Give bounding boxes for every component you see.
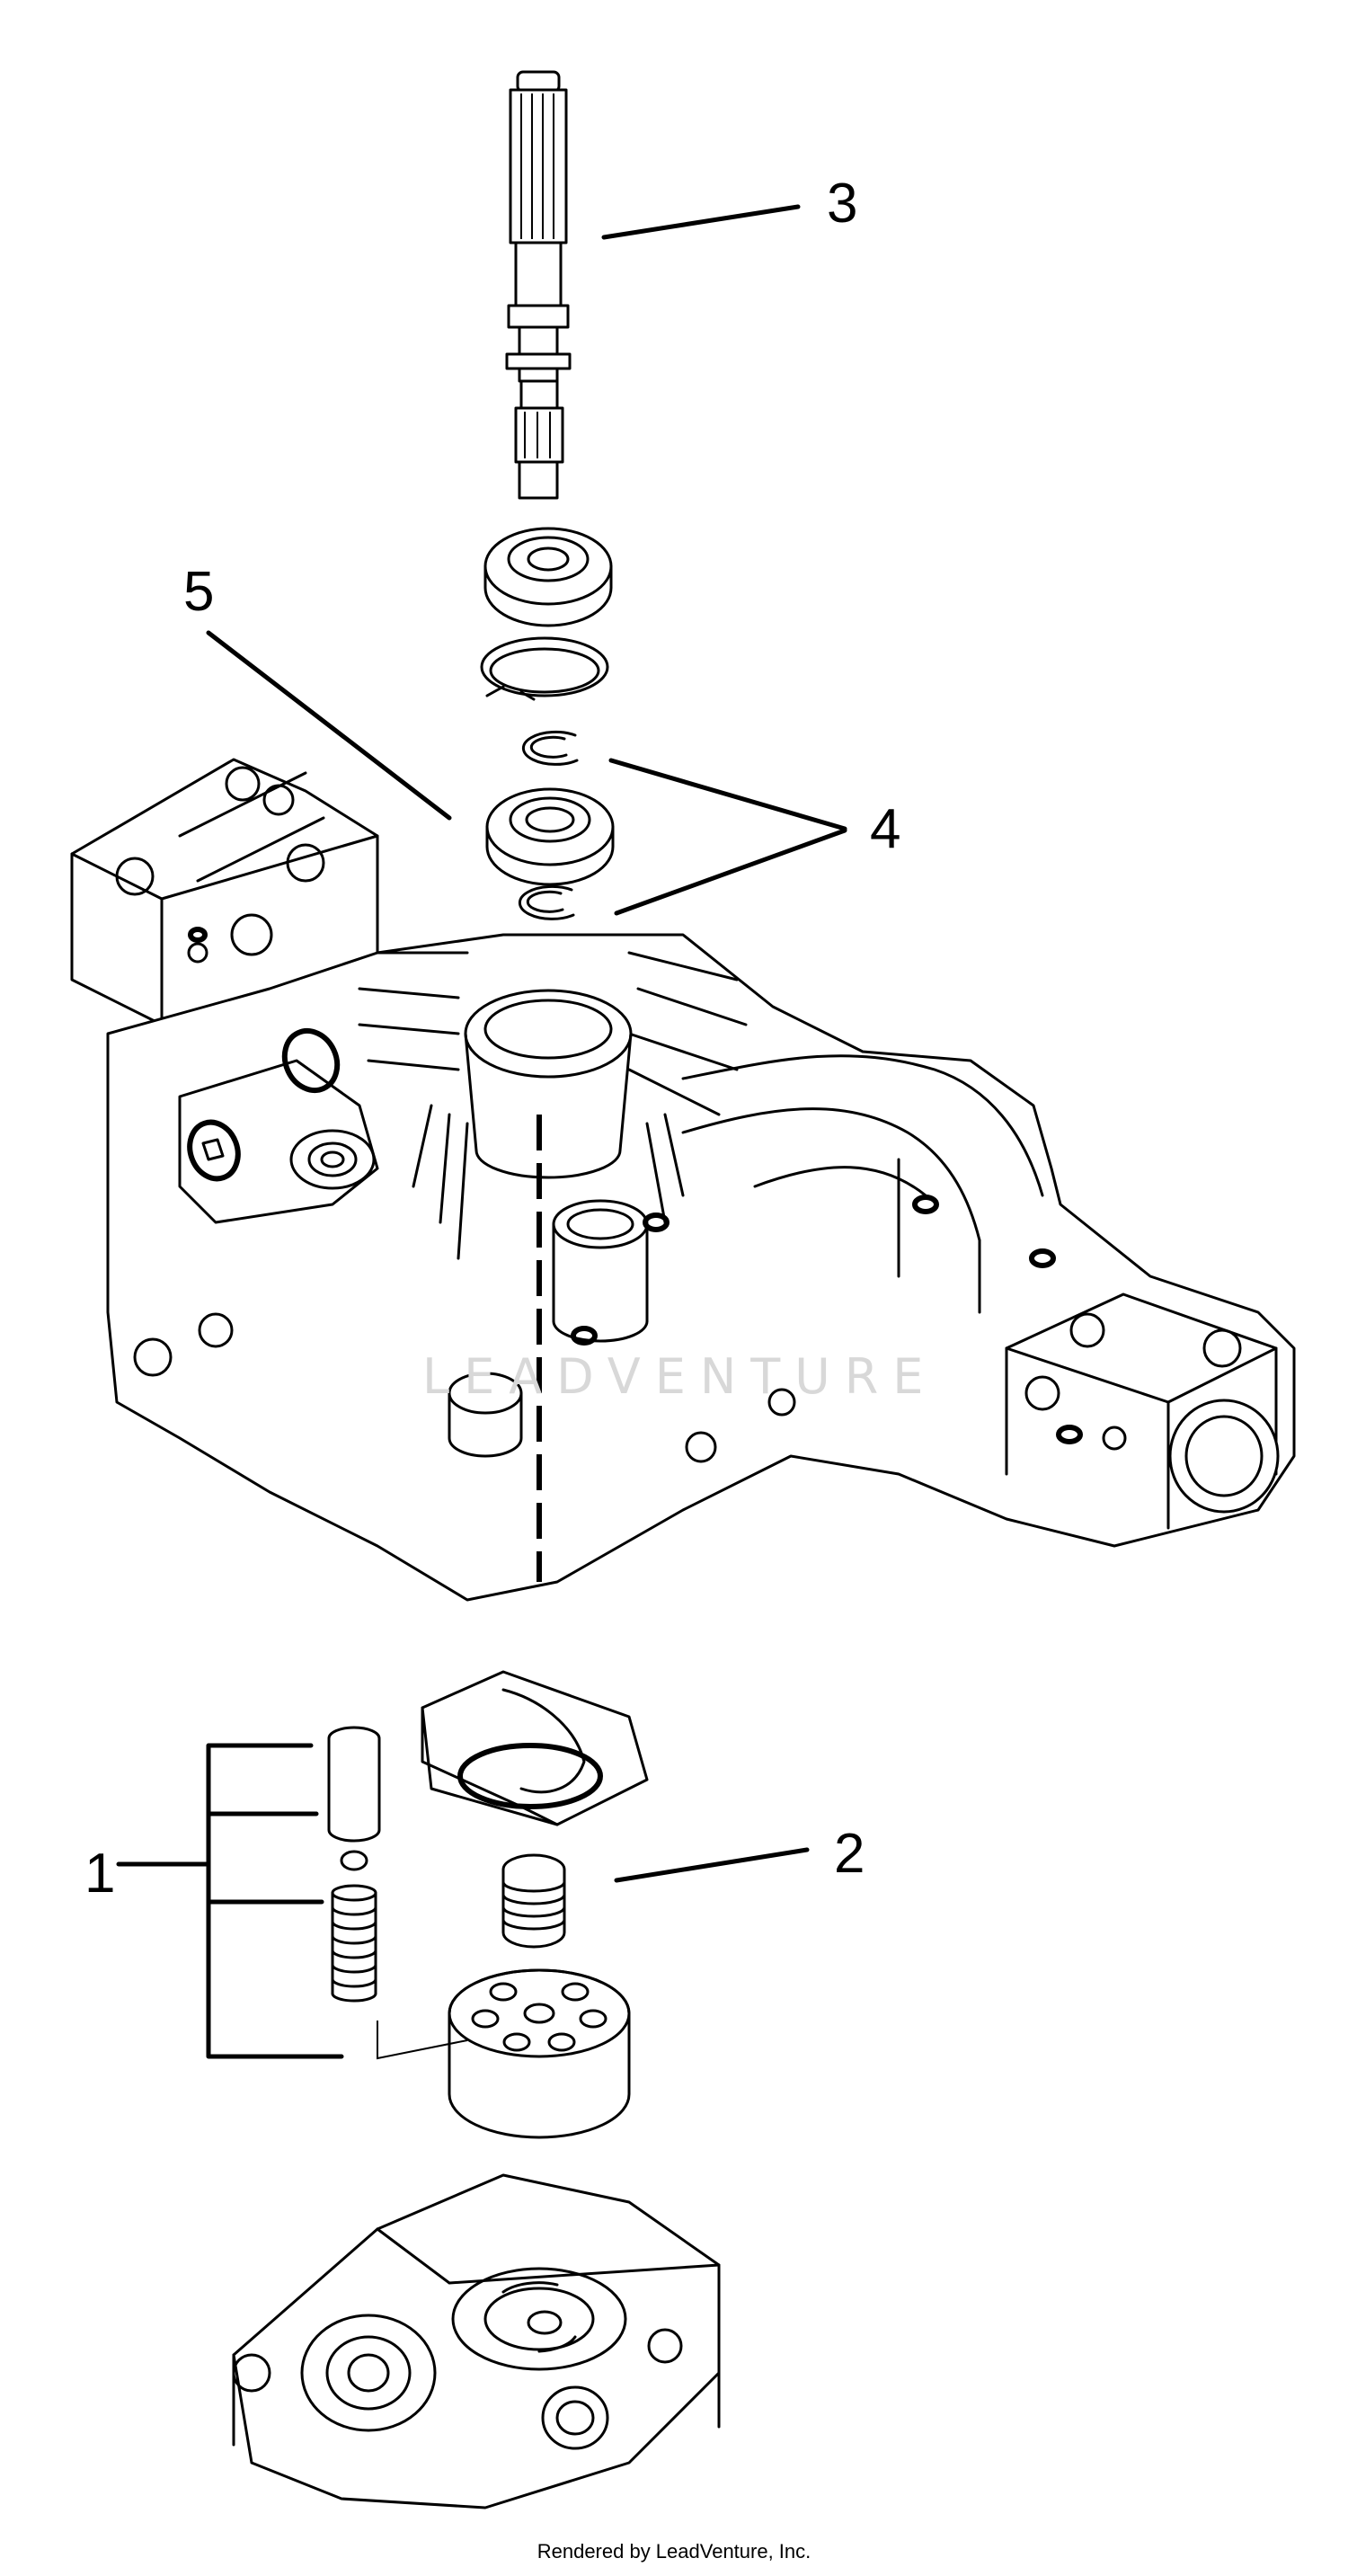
callout-2: 2 bbox=[834, 1823, 865, 1885]
leader-line-3 bbox=[601, 204, 801, 240]
leader-bracket-1 bbox=[116, 1743, 344, 2059]
transmission-housing bbox=[70, 758, 1296, 1602]
input-shaft bbox=[505, 70, 572, 500]
check-valve-ball bbox=[340, 1850, 368, 1871]
check-valve-plug bbox=[327, 1726, 381, 1843]
block-spring bbox=[501, 1853, 566, 1949]
large-snap-ring bbox=[480, 636, 609, 701]
leader-line-4b bbox=[614, 828, 847, 916]
leader-line-5 bbox=[206, 630, 452, 821]
check-valve-spring bbox=[331, 1884, 377, 2003]
callout-4: 4 bbox=[870, 798, 901, 860]
swashplate-block bbox=[421, 1670, 649, 1826]
cylinder-block bbox=[377, 1968, 631, 2139]
callout-1: 1 bbox=[84, 1843, 116, 1905]
leader-line-4a bbox=[608, 758, 847, 831]
leader-line-2 bbox=[614, 1847, 810, 1883]
center-section bbox=[232, 2173, 721, 2509]
callout-5: 5 bbox=[183, 561, 215, 623]
retaining-ring-upper bbox=[521, 730, 579, 766]
watermark-text: LEADVENTURE bbox=[422, 1348, 938, 1405]
middle-bearing bbox=[485, 787, 615, 886]
callout-3: 3 bbox=[827, 173, 858, 235]
leader-lines bbox=[116, 204, 847, 2059]
upper-bearing bbox=[483, 527, 613, 627]
retaining-ring-lower bbox=[518, 884, 575, 920]
render-credit: Rendered by LeadVenture, Inc. bbox=[537, 2540, 811, 2563]
